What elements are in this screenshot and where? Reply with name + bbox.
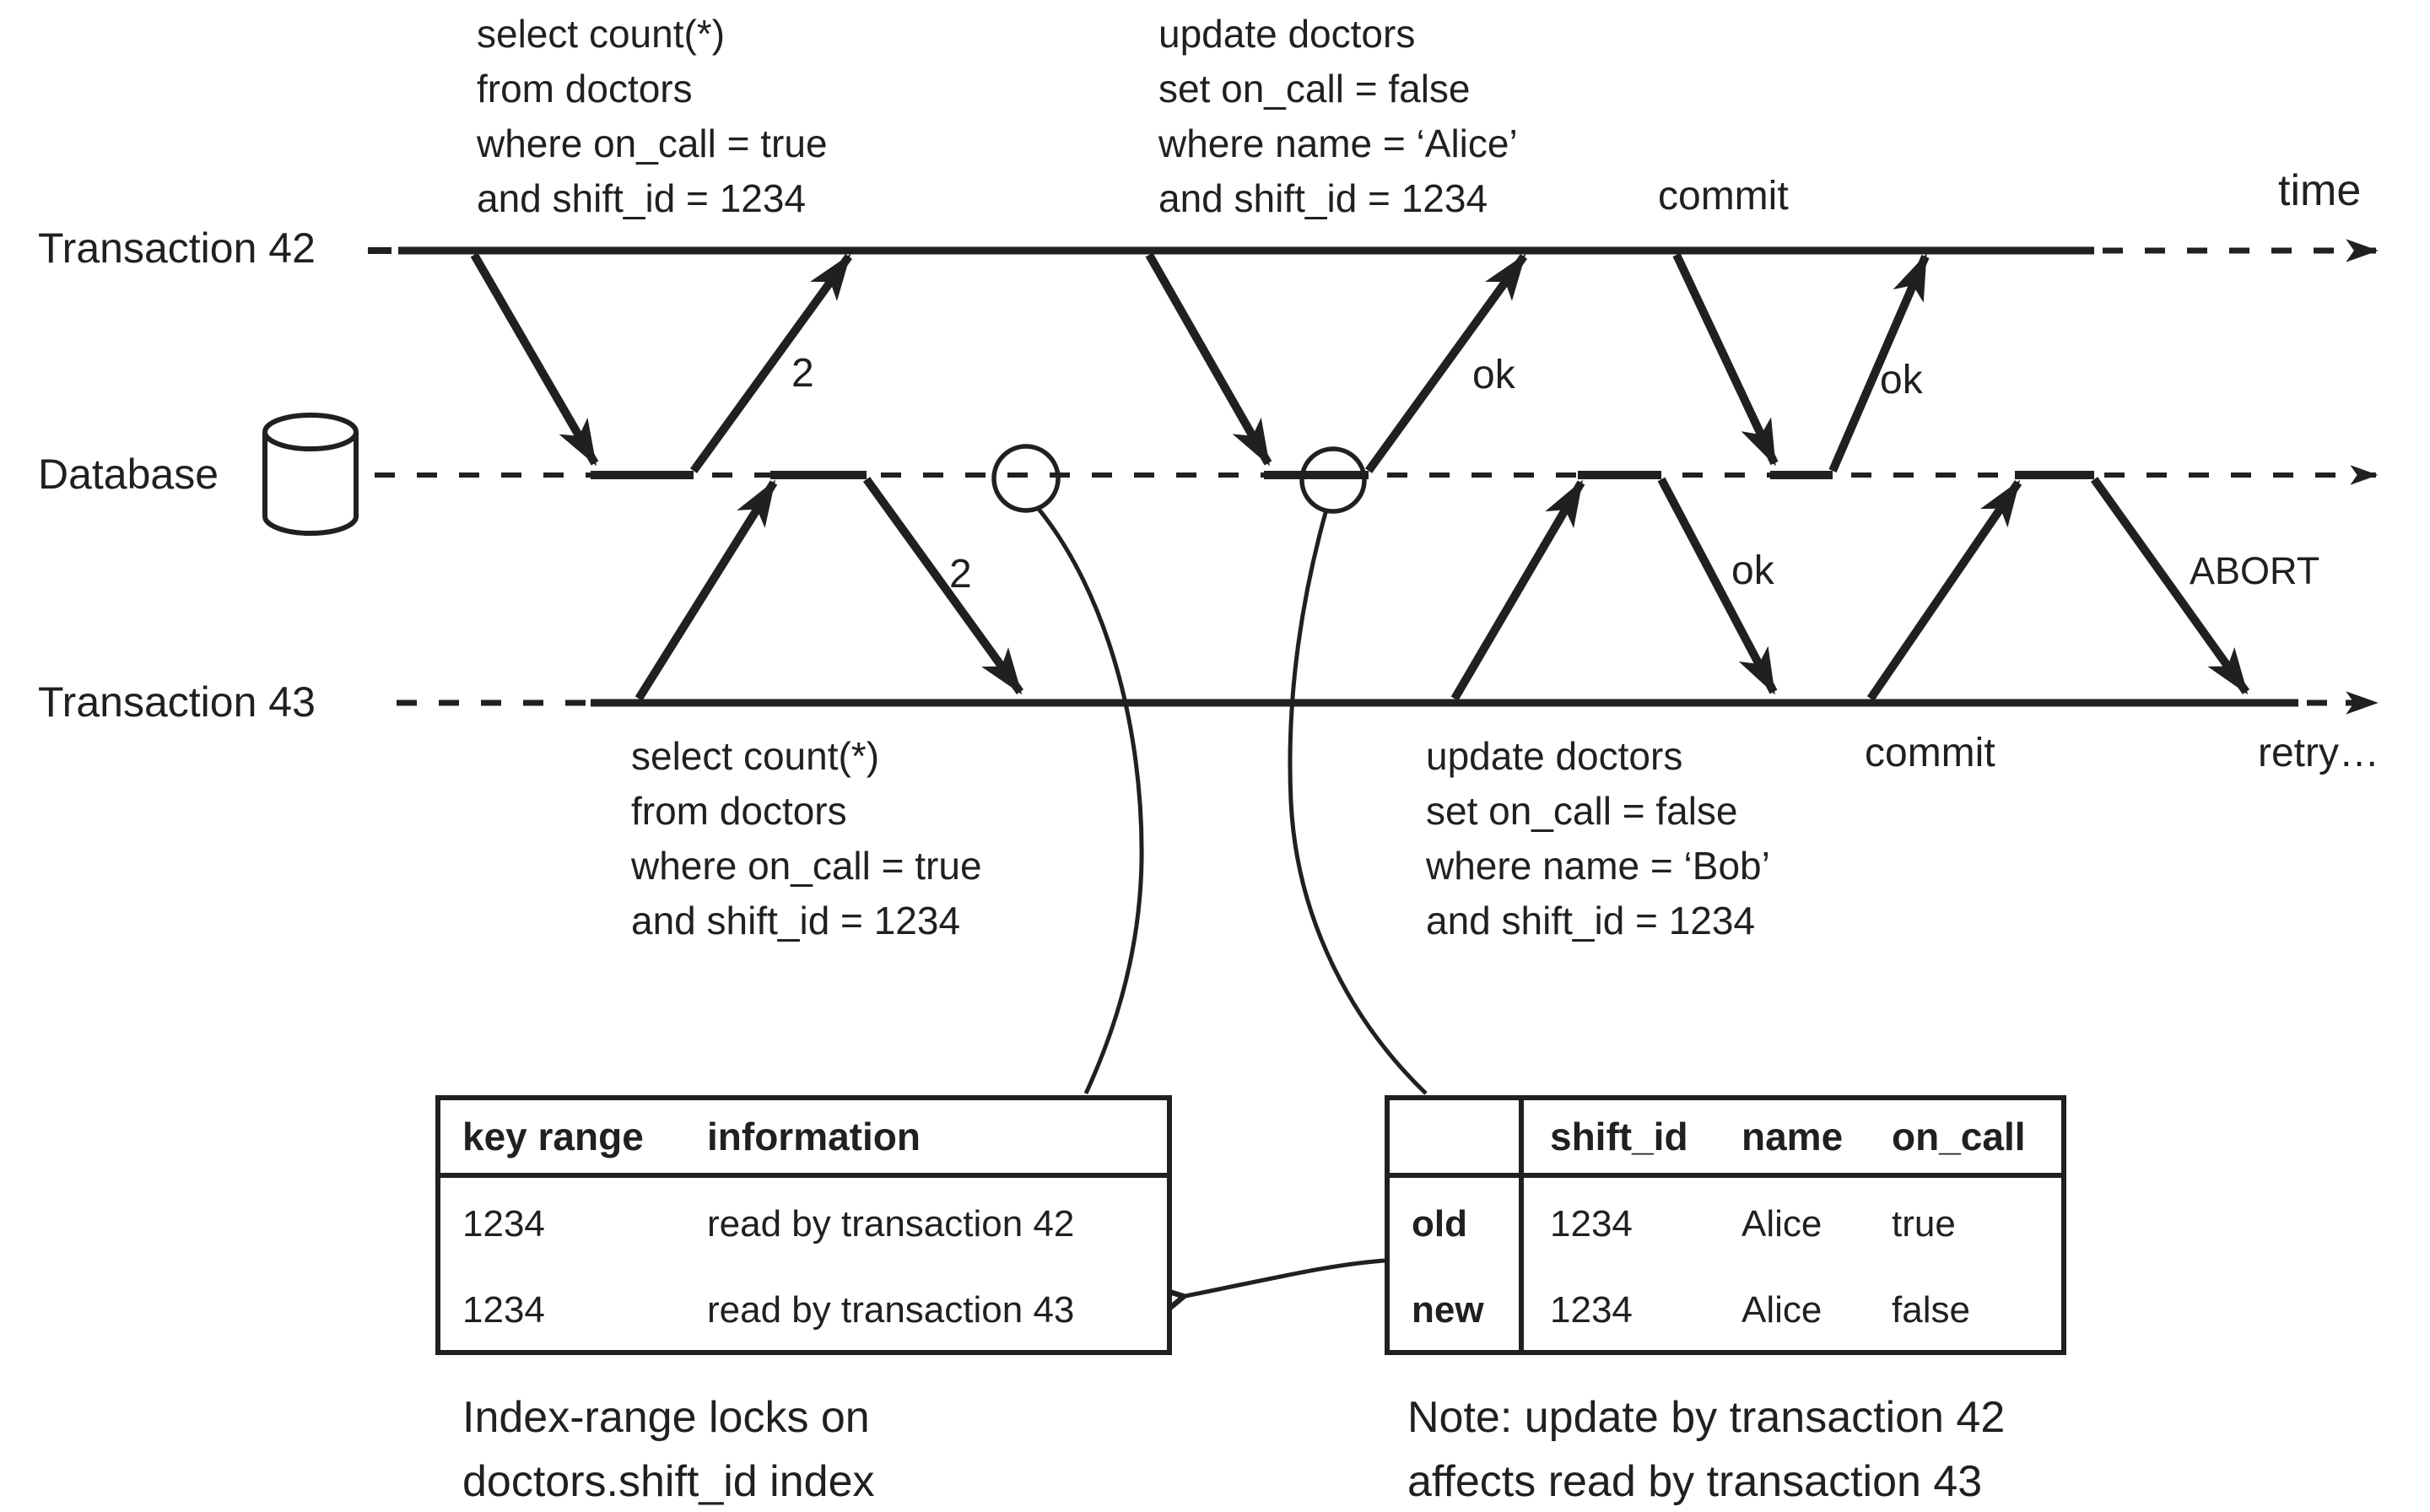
lock-table-caption: Index-range locks on doctors.shift_id in…	[462, 1393, 875, 1506]
lock-point-circle-update	[1299, 446, 1367, 514]
conflict-arrow	[1181, 1258, 1385, 1297]
lock-row2-info: read by transaction 43	[707, 1288, 1075, 1331]
row-table-header-row: shift_id name on_call	[1387, 1098, 2064, 1175]
t42-update-arrows	[1145, 252, 1528, 479]
row-old-label: old	[1387, 1175, 1524, 1270]
t43-update-sql: update doctors set on_call = false where…	[1426, 734, 1770, 942]
t42-update-sql: update doctors set on_call = false where…	[1158, 12, 1518, 220]
lock-row1-key: 1234	[462, 1202, 545, 1245]
row-old-on-call: true	[1892, 1202, 1956, 1245]
row-table-header-name: name	[1742, 1115, 1844, 1158]
t43-select-result: 2	[949, 552, 972, 597]
row-table-header-shift-id: shift_id	[1550, 1115, 1688, 1158]
row-new-label: new	[1387, 1270, 1524, 1353]
t43-commit-arrows	[1866, 471, 2250, 701]
lock-table-row: 1234 read by transaction 43	[438, 1270, 1169, 1353]
lock-row1-info: read by transaction 42	[707, 1202, 1075, 1245]
t42-select-result: 2	[791, 351, 814, 396]
row-table-caption: Note: update by transaction 42 affects r…	[1407, 1393, 2006, 1506]
t43-lane-label: Transaction 43	[38, 678, 316, 726]
t42-select-sql: select count(*) from doctors where on_ca…	[477, 12, 828, 220]
lock-table: key range information 1234 read by trans…	[435, 1095, 1172, 1355]
lock-point-circle-select	[991, 444, 1061, 513]
row-table-row-old: old 1234 Alice true	[1387, 1175, 2064, 1270]
row-table-header-blank	[1387, 1098, 1524, 1175]
leader-curve-to-row-table	[1288, 509, 1428, 1095]
database-cylinder-icon	[262, 413, 359, 536]
t42-commit-result: ok	[1880, 358, 1923, 402]
lock-row2-key: 1234	[462, 1288, 545, 1331]
time-axis-label: time	[2278, 166, 2362, 215]
row-version-table: shift_id name on_call old 1234 Alice tru…	[1385, 1095, 2066, 1355]
leader-curve-to-lock-table	[1036, 506, 1144, 1095]
t43-commit-label: commit	[1865, 731, 1995, 775]
t43-update-arrows	[1450, 471, 1778, 701]
row-old-name: Alice	[1742, 1202, 1822, 1245]
t42-select-arrows	[470, 252, 853, 479]
lock-table-header-information: information	[707, 1115, 921, 1158]
lock-table-header-key-range: key range	[462, 1115, 644, 1158]
t43-update-result: ok	[1731, 548, 1774, 593]
row-old-shift-id: 1234	[1550, 1202, 1633, 1245]
row-new-name: Alice	[1742, 1288, 1822, 1331]
t43-select-sql: select count(*) from doctors where on_ca…	[631, 734, 982, 942]
t42-lane-label: Transaction 42	[38, 224, 316, 272]
row-new-on-call: false	[1892, 1288, 1970, 1331]
t42-commit-arrows	[1672, 252, 1930, 479]
t42-update-result: ok	[1472, 353, 1515, 397]
lock-table-row: 1234 read by transaction 42	[438, 1175, 1169, 1270]
t43-select-arrows	[634, 471, 1024, 701]
t43-retry-label: retry…	[2258, 731, 2379, 775]
row-new-shift-id: 1234	[1550, 1288, 1633, 1331]
t43-abort-result: ABORT	[2190, 549, 2320, 592]
lock-table-header-row: key range information	[438, 1098, 1169, 1175]
row-table-row-new: new 1234 Alice false	[1387, 1270, 2064, 1353]
db-lane-label: Database	[38, 451, 219, 498]
row-table-header-on-call: on_call	[1892, 1115, 2026, 1158]
t42-commit-label: commit	[1658, 174, 1789, 219]
